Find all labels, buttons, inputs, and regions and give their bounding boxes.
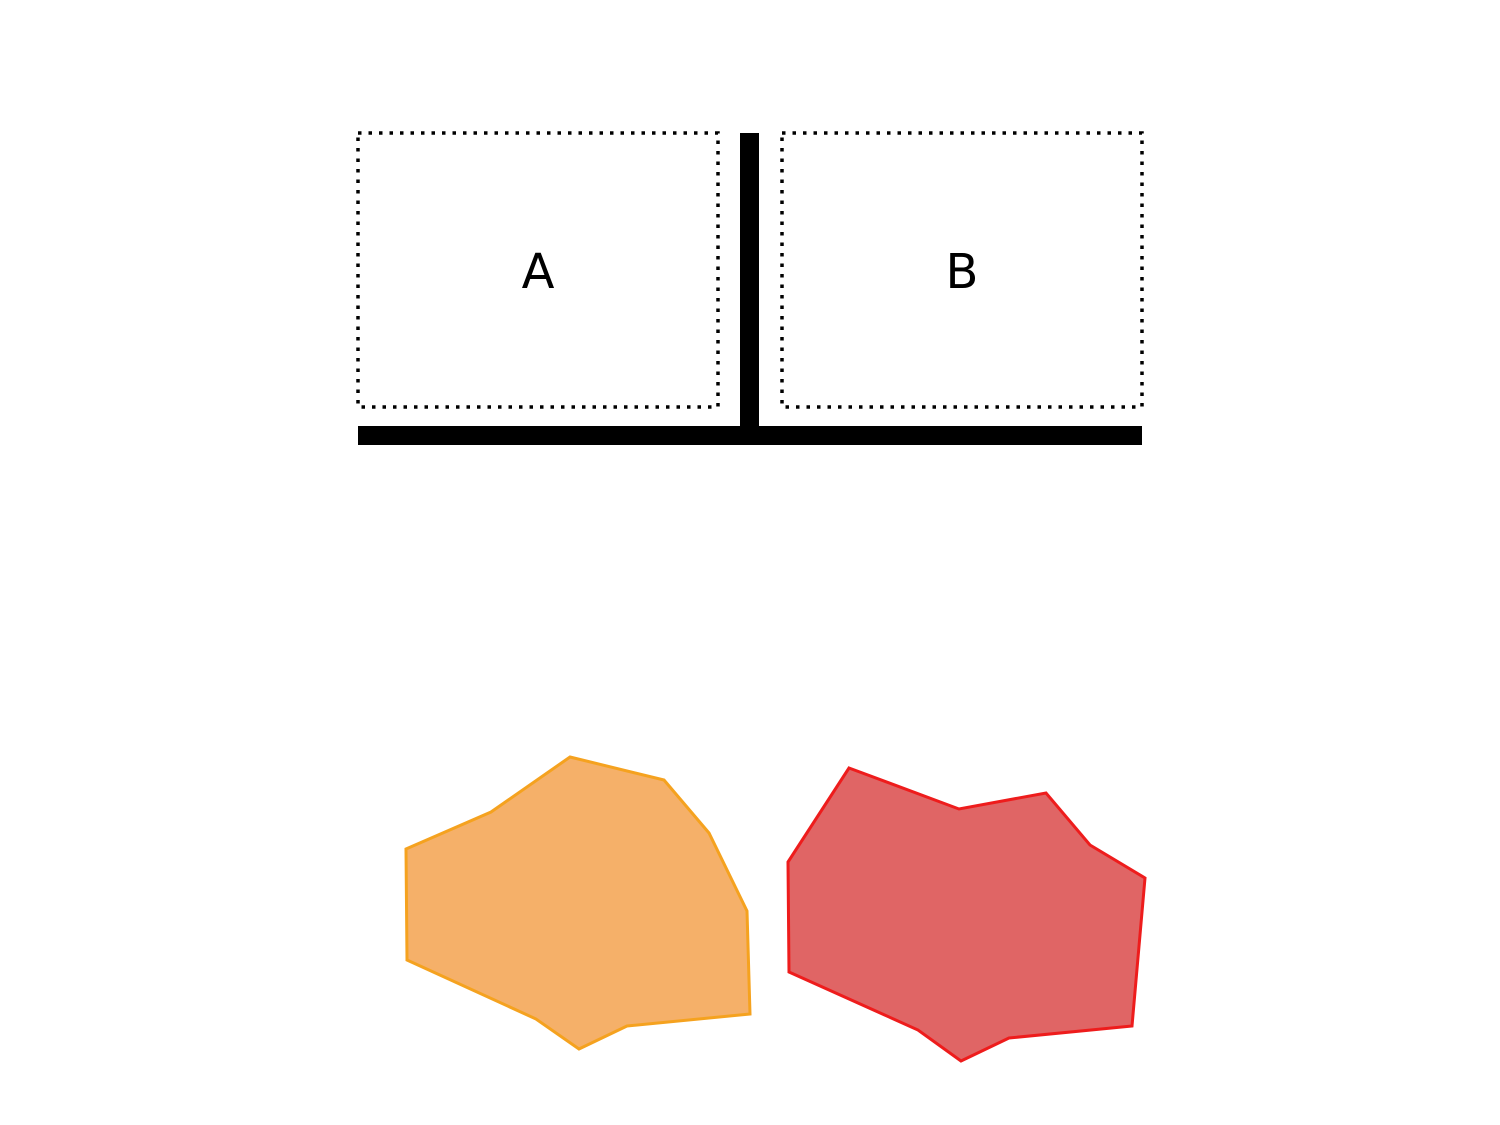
slot-b-label: B bbox=[946, 244, 979, 300]
red-blob-shape[interactable] bbox=[786, 766, 1147, 1063]
slot-a-dotted-border bbox=[356, 131, 720, 409]
slot-a[interactable]: A bbox=[356, 131, 720, 409]
slot-b-dotted-border bbox=[780, 131, 1144, 409]
slot-b[interactable]: B bbox=[780, 131, 1144, 409]
orange-blob-shape[interactable] bbox=[404, 755, 752, 1051]
vertical-divider bbox=[740, 133, 759, 430]
slot-a-label: A bbox=[522, 244, 555, 300]
horizontal-baseline bbox=[358, 426, 1142, 445]
